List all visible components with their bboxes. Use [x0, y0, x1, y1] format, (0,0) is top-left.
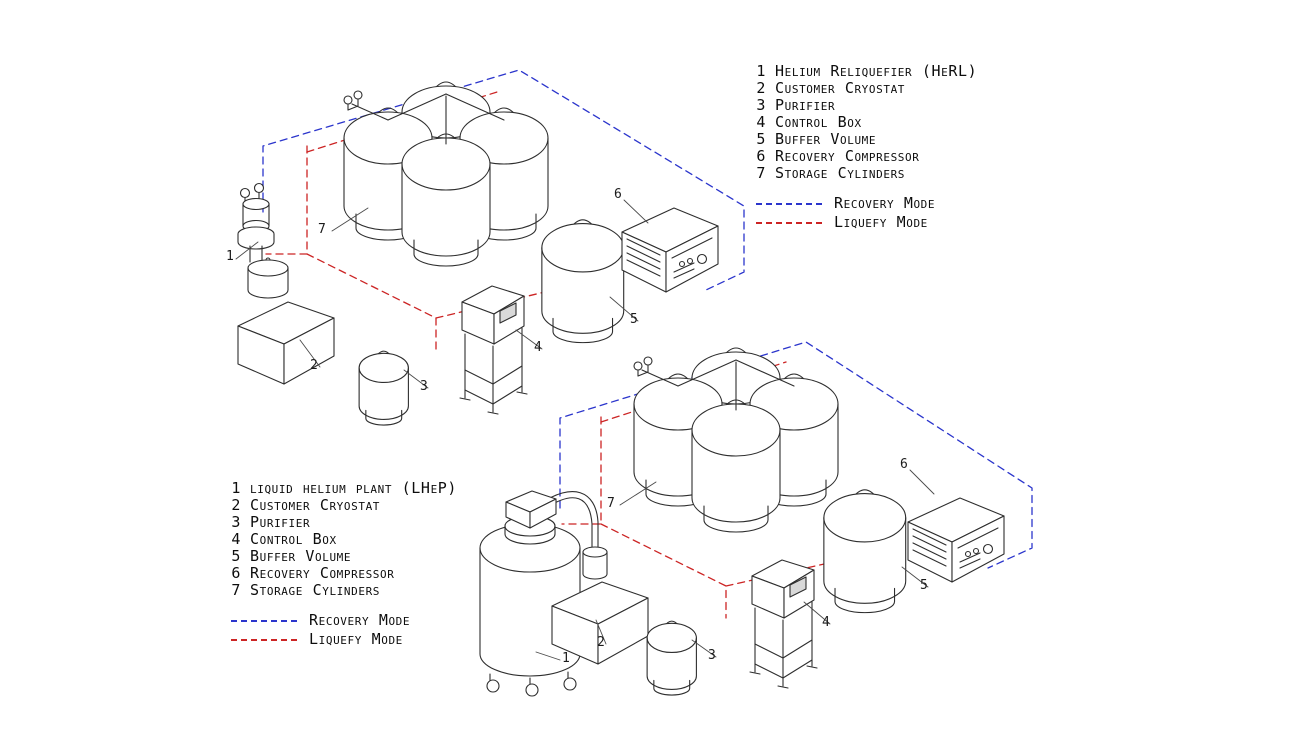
legend-item-label: Buffer Volume: [250, 547, 352, 565]
recovery-mode-route-herl: [263, 70, 744, 290]
legend-item-label: Storage Cylinders: [775, 164, 906, 182]
callout-lhep-4: 4: [822, 615, 830, 630]
legend-item: 7 Storage Cylinders: [231, 582, 457, 599]
recovery-compressor-herl: [621, 207, 719, 293]
recovery-mode-label: Recovery Mode: [309, 611, 411, 629]
legend-item: 1 Helium Reliquefier (HeRL): [756, 63, 977, 80]
legend-item: 5 Buffer Volume: [231, 548, 457, 565]
legend-item-label: Recovery Compressor: [250, 564, 395, 582]
legend-item-number: 1: [231, 479, 241, 497]
legend-item-label: Control Box: [250, 530, 337, 548]
callout-lhep-5: 5: [920, 578, 928, 593]
legend-recovery-mode: Recovery Mode: [756, 195, 977, 212]
legend-recovery-mode: Recovery Mode: [231, 612, 457, 629]
helium-reliquefier: [237, 182, 289, 299]
legend-item-number: 2: [756, 79, 766, 97]
callout-lhep-1: 1: [562, 651, 570, 666]
legend-item-number: 7: [231, 581, 241, 599]
legend-item-number: 3: [231, 513, 241, 531]
legend-item-label: Recovery Compressor: [775, 147, 920, 165]
recovery-compressor-lhep: [907, 497, 1005, 583]
legend-item-number: 6: [756, 147, 766, 165]
legend-item: 2 Customer Cryostat: [756, 80, 977, 97]
legend-item-number: 5: [231, 547, 241, 565]
legend-item: 3 Purifier: [756, 97, 977, 114]
legend-item-label: Purifier: [775, 96, 836, 114]
legend-item-number: 4: [231, 530, 241, 548]
callout-lhep-6: 6: [900, 457, 908, 472]
callout-herl-3: 3: [420, 379, 428, 394]
legend-item-number: 1: [756, 62, 766, 80]
legend-item-number: 5: [756, 130, 766, 148]
legend-item-label: Customer Cryostat: [250, 496, 381, 514]
recovery-dash-line: [231, 619, 297, 622]
callout-herl-4: 4: [534, 340, 542, 355]
legend-item-number: 6: [231, 564, 241, 582]
callout-herl-6: 6: [614, 187, 622, 202]
purifier-lhep: [646, 620, 697, 696]
callout-lhep-3: 3: [708, 648, 716, 663]
callout-lhep-2: 2: [597, 635, 605, 650]
callout-herl-7: 7: [318, 222, 326, 237]
legend-item: 6 Recovery Compressor: [756, 148, 977, 165]
legend-item-label: Purifier: [250, 513, 311, 531]
recovery-mode-route-lhep: [560, 342, 1032, 568]
liquefy-dash-line: [231, 638, 297, 641]
customer-cryostat-herl: [237, 301, 335, 385]
legend-item: 2 Customer Cryostat: [231, 497, 457, 514]
legend-item: 5 Buffer Volume: [756, 131, 977, 148]
storage-cylinders-herl: [343, 81, 549, 267]
mode-legend: Recovery Mode Liquefy Mode: [231, 612, 457, 648]
liquefy-mode-label: Liquefy Mode: [309, 630, 403, 648]
control-box-lhep: [749, 559, 818, 689]
legend-item: 4 Control Box: [756, 114, 977, 131]
purifier-herl: [358, 350, 409, 426]
legend-item: 7 Storage Cylinders: [756, 165, 977, 182]
callout-herl-5: 5: [630, 312, 638, 327]
legend-item-number: 7: [756, 164, 766, 182]
callout-herl-2: 2: [310, 358, 318, 373]
legend-liquefy-mode: Liquefy Mode: [231, 631, 457, 648]
callout-lhep-7: 7: [607, 496, 615, 511]
control-box-herl: [459, 285, 528, 415]
liquefy-mode-label: Liquefy Mode: [834, 213, 928, 231]
legend-item: 4 Control Box: [231, 531, 457, 548]
buffer-volume-herl: [541, 219, 625, 344]
legend-item: 3 Purifier: [231, 514, 457, 531]
legend-item-number: 2: [231, 496, 241, 514]
legend-item-label: Buffer Volume: [775, 130, 877, 148]
legend-liquefy-mode: Liquefy Mode: [756, 214, 977, 231]
mode-legend: Recovery Mode Liquefy Mode: [756, 195, 977, 231]
legend-item-label: Customer Cryostat: [775, 79, 906, 97]
legend-herl: 1 Helium Reliquefier (HeRL) 2 Customer C…: [756, 63, 977, 231]
recovery-mode-label: Recovery Mode: [834, 194, 936, 212]
callout-herl-1: 1: [226, 249, 234, 264]
recovery-dash-line: [756, 202, 822, 205]
legend-item: 6 Recovery Compressor: [231, 565, 457, 582]
legend-item-label: Storage Cylinders: [250, 581, 381, 599]
legend-item-label: liquid helium plant (LHeP): [250, 479, 458, 497]
legend-item-number: 4: [756, 113, 766, 131]
callout-leaders: [236, 200, 934, 660]
legend-item-label: Helium Reliquefier (HeRL): [775, 62, 978, 80]
legend-lhep: 1 liquid helium plant (LHeP) 2 Customer …: [231, 480, 457, 648]
legend-item: 1 liquid helium plant (LHeP): [231, 480, 457, 497]
buffer-volume-lhep: [823, 489, 907, 614]
liquefy-dash-line: [756, 221, 822, 224]
legend-item-label: Control Box: [775, 113, 862, 131]
legend-item-number: 3: [756, 96, 766, 114]
storage-cylinders-lhep: [633, 347, 839, 533]
